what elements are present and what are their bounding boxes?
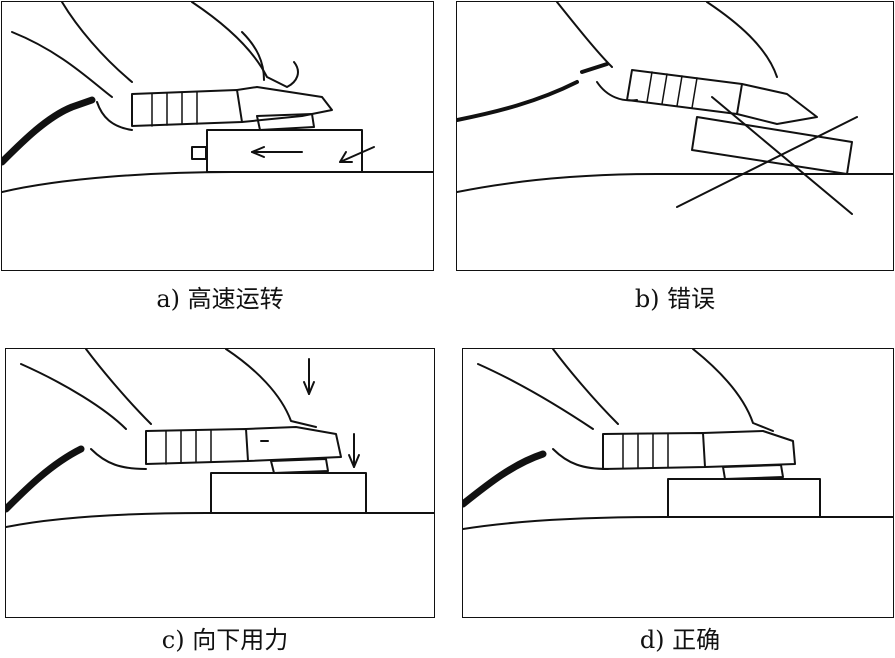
work-surface-line: [457, 173, 893, 193]
caption-a: a) 高速运转: [156, 285, 284, 313]
sander-wrong-drawing: [457, 2, 893, 215]
motion-arrow-diagonal: [339, 146, 375, 163]
panel-b-illustration: [456, 1, 894, 271]
sander-press-down-drawing: [6, 349, 434, 528]
cross-line-2: [711, 96, 853, 215]
sanding-pad: [722, 464, 784, 480]
forearm-outline: [11, 31, 113, 98]
sanding-pad: [256, 113, 315, 131]
tilted-workpiece: [691, 116, 853, 175]
tool-body: [131, 89, 243, 127]
panel-a-illustration: [1, 1, 434, 271]
tool-head: [702, 430, 796, 468]
hand-on-top: [191, 2, 299, 88]
hand-on-top: [706, 2, 778, 78]
sander-correct-drawing: [463, 349, 893, 530]
tool-head: [736, 83, 818, 125]
workpiece-block: [667, 478, 821, 518]
sander-high-speed-drawing: [2, 2, 433, 193]
workpiece-block: [210, 472, 367, 514]
caption-c: c) 向下用力: [161, 626, 289, 654]
caption-b: b) 错误: [634, 285, 716, 313]
hand-on-top: [692, 349, 774, 432]
tool-head: [236, 86, 333, 123]
power-cord: [463, 450, 547, 508]
forearm-outline: [477, 363, 594, 430]
caption-d: d) 正确: [639, 626, 721, 654]
power-cord: [6, 445, 85, 513]
tool-body: [602, 432, 706, 470]
work-surface-line: [6, 512, 434, 528]
tool-body: [145, 428, 249, 465]
panel-d-illustration: [462, 348, 894, 618]
panel-c-illustration: [5, 348, 435, 618]
sanding-pad: [270, 458, 329, 474]
hand-on-top: [225, 349, 317, 428]
power-cord: [2, 96, 96, 166]
work-surface-line: [463, 516, 893, 530]
forearm-outline: [20, 363, 127, 430]
cross-line-1: [676, 116, 858, 208]
power-cord: [457, 80, 579, 122]
work-surface-line: [2, 171, 433, 193]
tool-head: [245, 426, 342, 462]
